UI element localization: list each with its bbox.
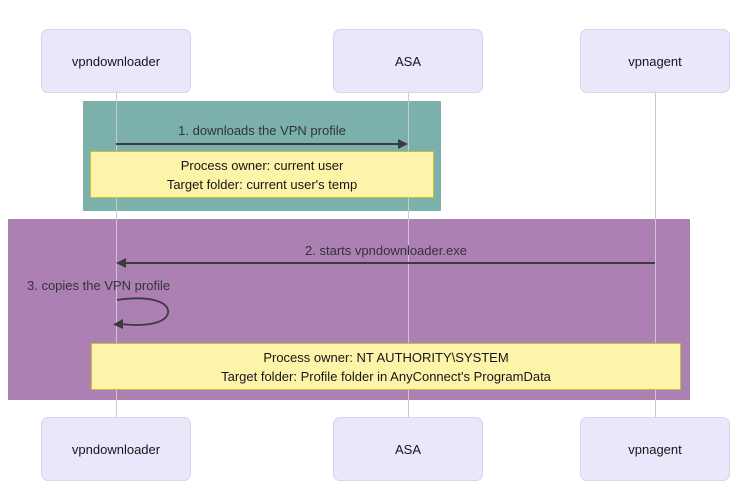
self-loop-path xyxy=(116,297,169,326)
note-line-2: Target folder: current user's temp xyxy=(166,176,358,192)
note-line-1: Process owner: NT AUTHORITY\SYSTEM xyxy=(263,349,509,365)
message-2-line xyxy=(126,262,655,264)
message-3-self-loop xyxy=(113,297,169,329)
participant-vpndownloader-top[interactable]: vpndownloader xyxy=(41,29,191,93)
lifeline-vpndownloader xyxy=(116,93,117,417)
note-download-context: Process owner: current user Target folde… xyxy=(90,151,434,198)
lifeline-vpnagent xyxy=(655,93,656,417)
lifeline-asa xyxy=(408,93,409,417)
participant-label: vpnagent xyxy=(628,441,682,457)
message-1-line xyxy=(116,143,400,145)
participant-label: vpndownloader xyxy=(71,53,161,69)
message-1-label: 1. downloads the VPN profile xyxy=(178,123,346,138)
participant-label: vpnagent xyxy=(628,53,682,69)
participant-label: ASA xyxy=(394,441,421,457)
participant-label: vpndownloader xyxy=(71,441,161,457)
message-2-arrowhead-icon xyxy=(116,258,126,268)
message-1-arrowhead-icon xyxy=(398,139,408,149)
message-2-label: 2. starts vpndownloader.exe xyxy=(305,243,467,258)
note-elevated-context: Process owner: NT AUTHORITY\SYSTEM Targe… xyxy=(91,343,681,390)
participant-vpnagent-bottom[interactable]: vpnagent xyxy=(580,417,730,481)
note-line-2: Target folder: Profile folder in AnyConn… xyxy=(221,368,551,384)
participant-vpndownloader-bottom[interactable]: vpndownloader xyxy=(41,417,191,481)
participant-vpnagent-top[interactable]: vpnagent xyxy=(580,29,730,93)
participant-label: ASA xyxy=(394,53,421,69)
message-3-label: 3. copies the VPN profile xyxy=(27,278,171,293)
note-line-1: Process owner: current user xyxy=(180,157,344,173)
self-loop-arrowhead-icon xyxy=(113,319,123,329)
participant-asa-top[interactable]: ASA xyxy=(333,29,483,93)
participant-asa-bottom[interactable]: ASA xyxy=(333,417,483,481)
